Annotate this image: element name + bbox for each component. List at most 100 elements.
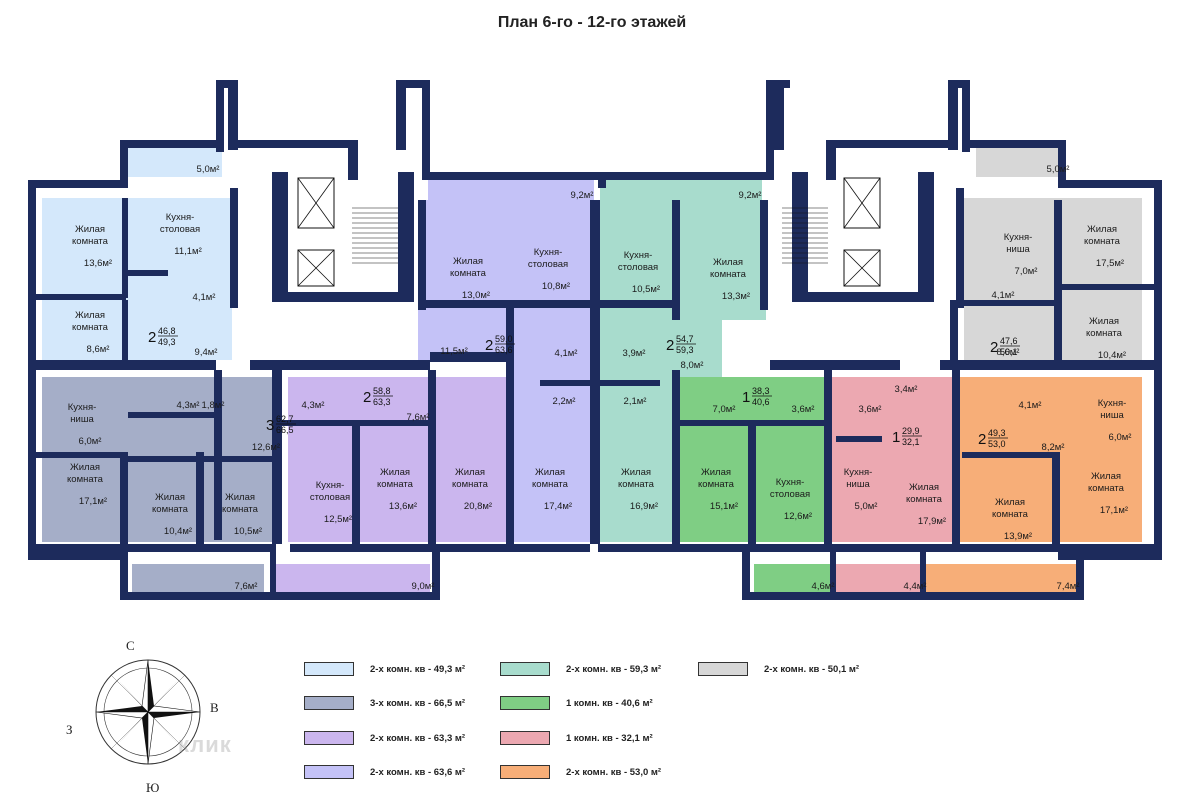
room-area: 2,2м² — [553, 396, 576, 407]
room-area: 15,1м² — [710, 501, 738, 512]
wall — [432, 544, 440, 600]
room-name: столовая — [160, 224, 200, 235]
apartment-living-area: 59,0 — [495, 334, 513, 344]
room-area: 20,8м² — [464, 501, 492, 512]
wall — [940, 360, 1154, 370]
room-name: комната — [710, 269, 747, 280]
apartment-rooms: 2 — [485, 337, 493, 354]
apartment-rooms: 2 — [666, 337, 674, 354]
apartment-zone — [288, 377, 506, 542]
compass-south: Ю — [146, 780, 160, 795]
apartment-zone — [924, 564, 1076, 594]
wall — [1154, 180, 1162, 560]
legend-swatch — [500, 696, 550, 710]
wall — [824, 370, 832, 544]
wall — [770, 360, 900, 370]
room-area: 12,5м² — [324, 514, 352, 525]
apartment-rooms: 2 — [363, 389, 371, 406]
room-area: 13,0м² — [462, 290, 490, 301]
apartment-total-area: 32,1 — [902, 437, 920, 447]
apartment-zone — [42, 198, 232, 360]
room-name: Кухня- — [534, 247, 563, 258]
apartment-rooms: 2 — [978, 431, 986, 448]
wall — [290, 544, 510, 552]
room-name: комната — [992, 509, 1029, 520]
wall — [418, 300, 508, 308]
wall — [948, 80, 958, 150]
room-area: 4,3м² — [302, 400, 325, 411]
watermark: клик — [178, 732, 232, 757]
wall — [28, 552, 128, 560]
apartment-zone — [976, 147, 1064, 177]
wall — [836, 436, 882, 442]
room-name: Жилая — [75, 224, 105, 235]
wall — [1076, 544, 1084, 600]
room-name: Жилая — [621, 467, 651, 478]
room-area: 4,1м² — [193, 292, 216, 303]
wall — [128, 412, 220, 418]
wall — [840, 544, 960, 552]
wall — [250, 360, 430, 370]
legend-swatch — [500, 731, 550, 745]
wall — [120, 452, 128, 544]
room-area: 4,1м² — [992, 290, 1015, 301]
wall — [1058, 180, 1162, 188]
wall — [742, 544, 750, 600]
room-area: 4,4м² — [904, 581, 927, 592]
wall — [406, 80, 430, 88]
wall — [1142, 552, 1150, 560]
apartment-rooms: 2 — [148, 329, 156, 346]
room-name: ниша — [1006, 244, 1030, 255]
room-area: 13,3м² — [722, 291, 750, 302]
wall — [270, 544, 276, 600]
legend-swatch — [500, 765, 550, 779]
wall — [36, 360, 216, 370]
wall — [1058, 140, 1066, 188]
compass-west: З — [66, 722, 73, 737]
room-name: комната — [152, 504, 189, 515]
room-name: Кухня- — [1004, 232, 1033, 243]
apartment-rooms: 2 — [990, 339, 998, 356]
apartment-total-area: 40,6 — [752, 397, 770, 407]
legend-item: 1 комн. кв - 40,6 м² — [500, 694, 653, 712]
wall — [128, 270, 168, 276]
room-area: 17,1м² — [1100, 505, 1128, 516]
room-area: 10,5м² — [632, 284, 660, 295]
wall — [1062, 284, 1154, 290]
elevator-cross — [297, 177, 335, 229]
apartment-total-area: 66,5 — [276, 425, 294, 435]
room-name: столовая — [618, 262, 658, 273]
wall — [120, 544, 128, 600]
wall — [272, 292, 414, 302]
legend-item: 3-х комн. кв - 66,5 м² — [304, 694, 465, 712]
wall — [348, 140, 358, 180]
room-name: Жилая — [1087, 224, 1117, 235]
room-name: ниша — [1100, 410, 1124, 421]
legend-item: 2-х комн. кв - 53,0 м² — [500, 763, 661, 781]
room-name: Жилая — [995, 497, 1025, 508]
legend-label: 1 комн. кв - 32,1 м² — [566, 732, 653, 744]
wall — [950, 300, 958, 360]
compass-rose: С В З Ю — [66, 638, 228, 795]
wall — [774, 80, 784, 150]
room-name: комната — [618, 479, 655, 490]
wall — [398, 172, 414, 302]
apartment-living-area: 46,8 — [158, 326, 176, 336]
room-area: 9,2м² — [571, 190, 594, 201]
wall — [672, 200, 680, 320]
room-name: комната — [532, 479, 569, 490]
apartment-total-area: 50,1 — [1000, 347, 1018, 357]
wall — [510, 300, 592, 308]
wall — [430, 352, 510, 362]
apartment-zone — [122, 147, 222, 177]
wall — [122, 198, 128, 298]
room-area: 17,9м² — [918, 516, 946, 527]
room-name: столовая — [770, 489, 810, 500]
room-area: 12,6м² — [784, 511, 812, 522]
wall — [962, 80, 970, 152]
room-area: 2,1м² — [624, 396, 647, 407]
wall — [598, 172, 774, 180]
legend-swatch — [698, 662, 748, 676]
room-area: 17,5м² — [1096, 258, 1124, 269]
room-name: Жилая — [909, 482, 939, 493]
